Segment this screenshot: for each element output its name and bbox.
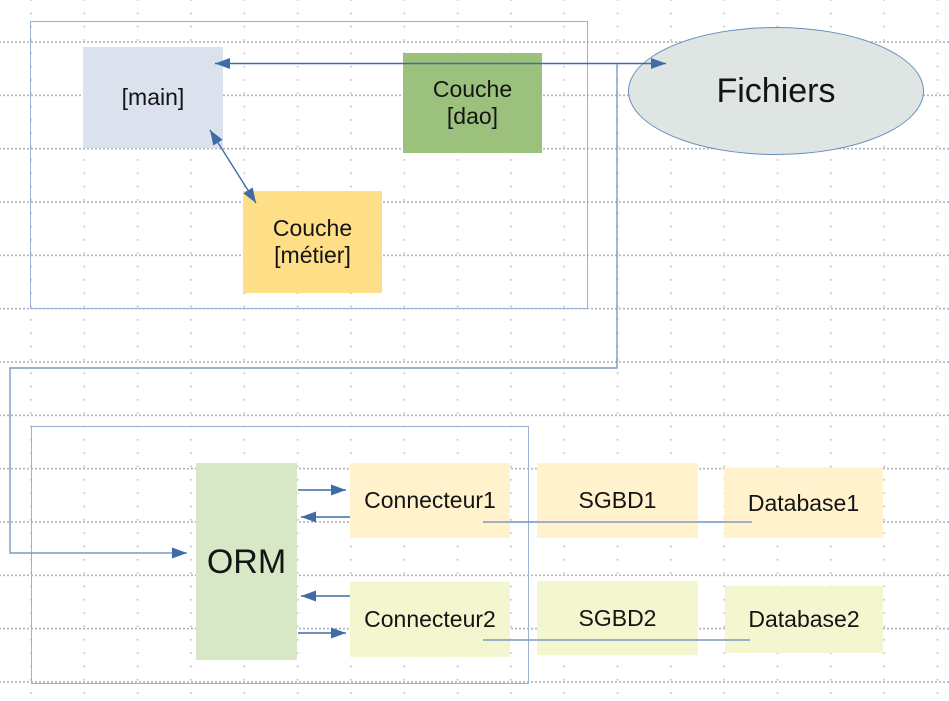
node-database1-label: Database1 <box>747 489 860 516</box>
node-connecteur1-label: Connecteur1 <box>364 487 496 513</box>
node-database2-label: Database2 <box>748 606 860 632</box>
node-sgbd2-label: SGBD2 <box>578 604 657 631</box>
node-database2[interactable]: Database2 <box>725 586 883 653</box>
node-fichiers-label: Fichiers <box>716 72 836 110</box>
node-connecteur1[interactable]: Connecteur1 <box>350 463 510 538</box>
node-sgbd2[interactable]: SGBD2 <box>537 581 698 655</box>
node-main-label: [main] <box>121 84 185 110</box>
node-orm-label: ORM <box>206 542 287 581</box>
node-connecteur2-label: Connecteur2 <box>364 606 496 632</box>
node-database1[interactable]: Database1 <box>724 468 883 538</box>
node-couche-metier[interactable]: Couche [métier] <box>243 191 382 293</box>
node-fichiers[interactable]: Fichiers <box>628 27 924 155</box>
node-couche-dao[interactable]: Couche [dao] <box>403 53 542 153</box>
node-couche-dao-label: Couche [dao] <box>432 76 513 129</box>
node-couche-metier-label: Couche [métier] <box>272 215 353 268</box>
node-main[interactable]: [main] <box>83 47 223 148</box>
node-connecteur2[interactable]: Connecteur2 <box>350 582 510 657</box>
node-sgbd1-label: SGBD1 <box>578 487 657 513</box>
node-orm[interactable]: ORM <box>196 463 297 660</box>
node-sgbd1[interactable]: SGBD1 <box>537 463 698 538</box>
